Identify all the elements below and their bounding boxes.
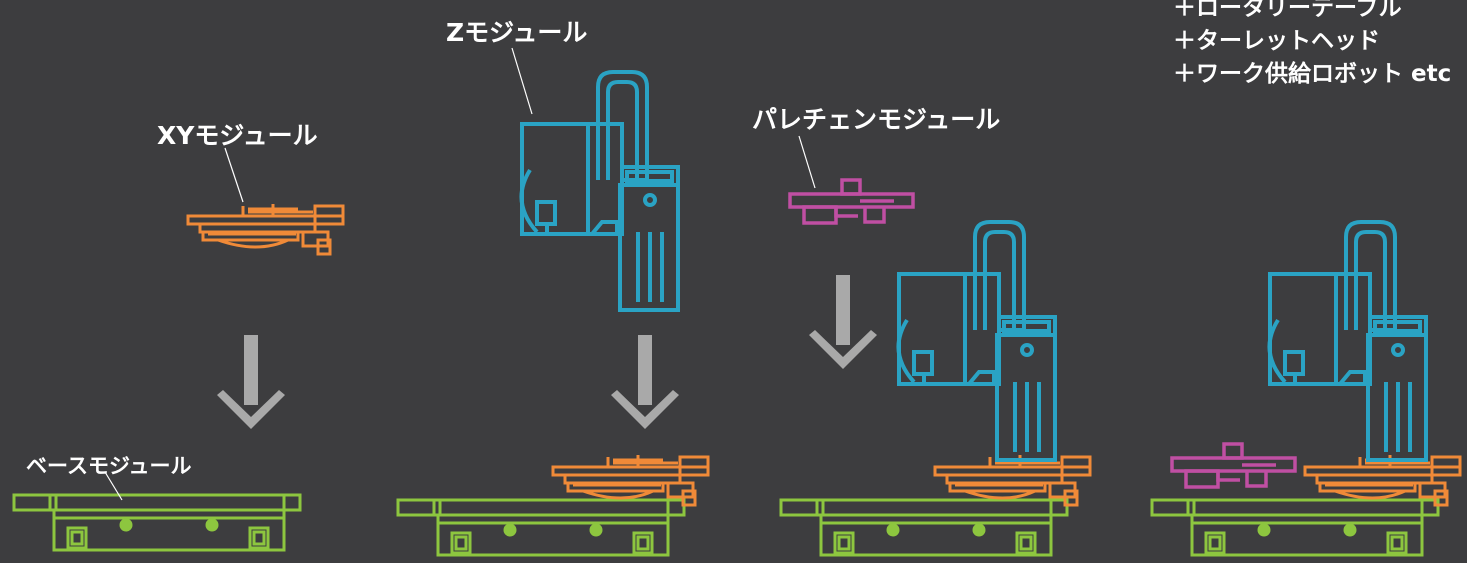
base-module-col1 [12, 493, 302, 552]
arrow-col3 [809, 275, 877, 369]
leader-z [511, 47, 533, 115]
z-module-col3 [896, 220, 1057, 462]
extra-rotary-table: ＋ロータリーテーブル [1173, 0, 1402, 21]
xy-module-col2 [551, 453, 710, 507]
leader-pallet [798, 135, 816, 189]
z-module-col4 [1267, 220, 1428, 462]
extra-turret-head: ＋ターレットヘッド [1173, 28, 1380, 54]
arrow-col2 [611, 335, 679, 429]
base-module-col3 [779, 498, 1069, 557]
xy-module-floating [186, 202, 345, 256]
extras-list: ＋ロータリーテーブル ＋ターレットヘッド ＋ワーク供給ロボット etc [1173, 0, 1451, 91]
label-pallet-changer-module: パレチェンモジュール [752, 105, 1001, 134]
xy-module-col4 [1303, 453, 1462, 507]
label-xy-module: XYモジュール [157, 121, 318, 150]
arrow-col1 [217, 335, 285, 429]
base-module-col2 [396, 498, 686, 557]
leader-xy [224, 147, 244, 203]
xy-module-col3 [933, 453, 1092, 507]
z-module-floating [519, 70, 680, 312]
pallet-module-col4 [1170, 442, 1297, 489]
leader-base [104, 471, 123, 501]
extra-work-supply-robot: ＋ワーク供給ロボット etc [1173, 61, 1452, 87]
base-module-col4 [1150, 498, 1440, 557]
label-base-module: ベースモジュール [26, 454, 192, 478]
label-z-module: Zモジュール [446, 18, 588, 47]
pallet-module-floating [788, 178, 915, 225]
